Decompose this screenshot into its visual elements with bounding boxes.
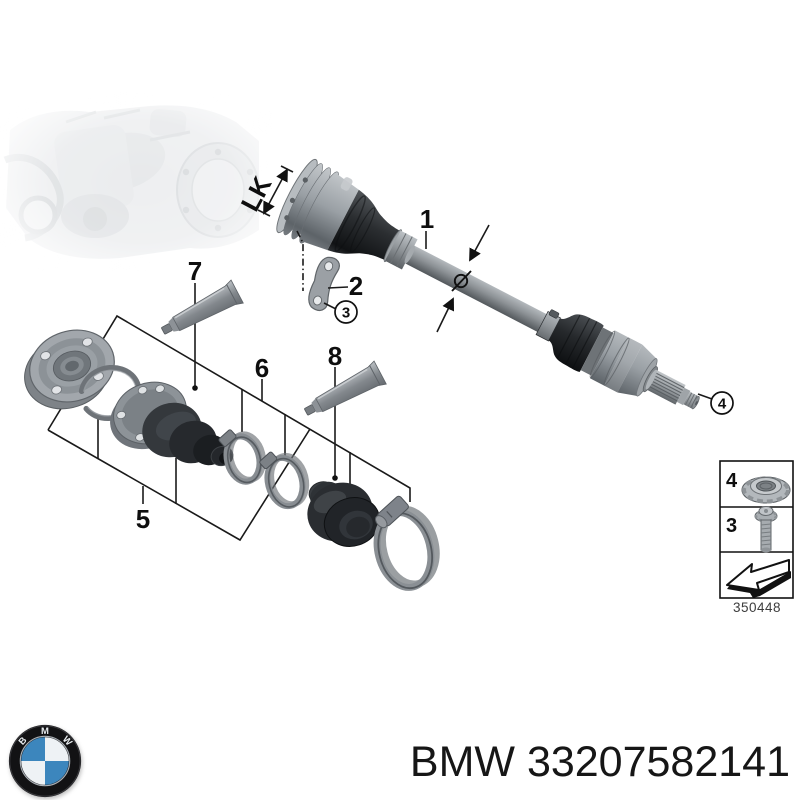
diameter-arrow-lower bbox=[436, 297, 455, 333]
retainer-strap-part bbox=[308, 256, 340, 312]
leader-dot-7 bbox=[192, 385, 198, 391]
roundel-quadrant-tr bbox=[45, 737, 69, 761]
diameter-symbol bbox=[451, 270, 472, 292]
inner-boot-part bbox=[110, 381, 234, 467]
grease-tube-outer bbox=[304, 360, 387, 416]
callout-7: 7 bbox=[188, 256, 202, 286]
roundel-quadrant-br bbox=[45, 761, 69, 785]
circled-callout-4: 4 bbox=[710, 391, 734, 415]
callout-8: 8 bbox=[328, 341, 342, 371]
callout-1: 1 bbox=[420, 204, 434, 234]
bmw-roundel-logo: B M W bbox=[7, 723, 83, 799]
bolt-icon bbox=[754, 506, 778, 553]
lk-dimension-arrow bbox=[257, 165, 294, 217]
diagram-code: 350448 bbox=[733, 600, 781, 615]
circled-callout-3: 3 bbox=[334, 300, 358, 324]
direction-arrow-icon bbox=[726, 559, 791, 598]
small-clamp-1 bbox=[218, 429, 267, 485]
legend-box: 4 3 350448 bbox=[719, 460, 794, 615]
circled-4-label: 4 bbox=[718, 396, 727, 413]
part-number-text: BMW 33207582141 bbox=[409, 738, 790, 786]
callout-6: 6 bbox=[255, 353, 269, 383]
outer-boot-part bbox=[307, 481, 381, 547]
small-clamp-2 bbox=[259, 451, 310, 510]
legend-nut-number: 4 bbox=[726, 470, 738, 492]
differential-photo bbox=[0, 92, 272, 272]
roundel-quadrant-bl bbox=[21, 761, 45, 785]
leader-4 bbox=[697, 393, 713, 400]
roundel-quadrant-tl bbox=[21, 737, 45, 761]
leader-2 bbox=[327, 286, 349, 289]
leader-dot-8 bbox=[332, 475, 338, 481]
diameter-arrow-upper bbox=[469, 224, 490, 262]
dash-dot-line bbox=[296, 230, 304, 291]
collar-nut-icon bbox=[741, 476, 791, 504]
legend-bolt-number: 3 bbox=[726, 515, 737, 537]
callout-5: 5 bbox=[136, 504, 150, 534]
annotation-lines bbox=[192, 165, 713, 481]
driveshaft-illustration bbox=[276, 158, 700, 410]
leader-3 bbox=[323, 302, 337, 310]
exploded-parts bbox=[24, 256, 440, 591]
callout-2: 2 bbox=[349, 271, 363, 301]
circled-3-label: 3 bbox=[342, 305, 350, 322]
large-clamp bbox=[373, 495, 440, 591]
roundel-letter-m: M bbox=[41, 726, 49, 737]
grease-tube-inner bbox=[161, 279, 244, 335]
